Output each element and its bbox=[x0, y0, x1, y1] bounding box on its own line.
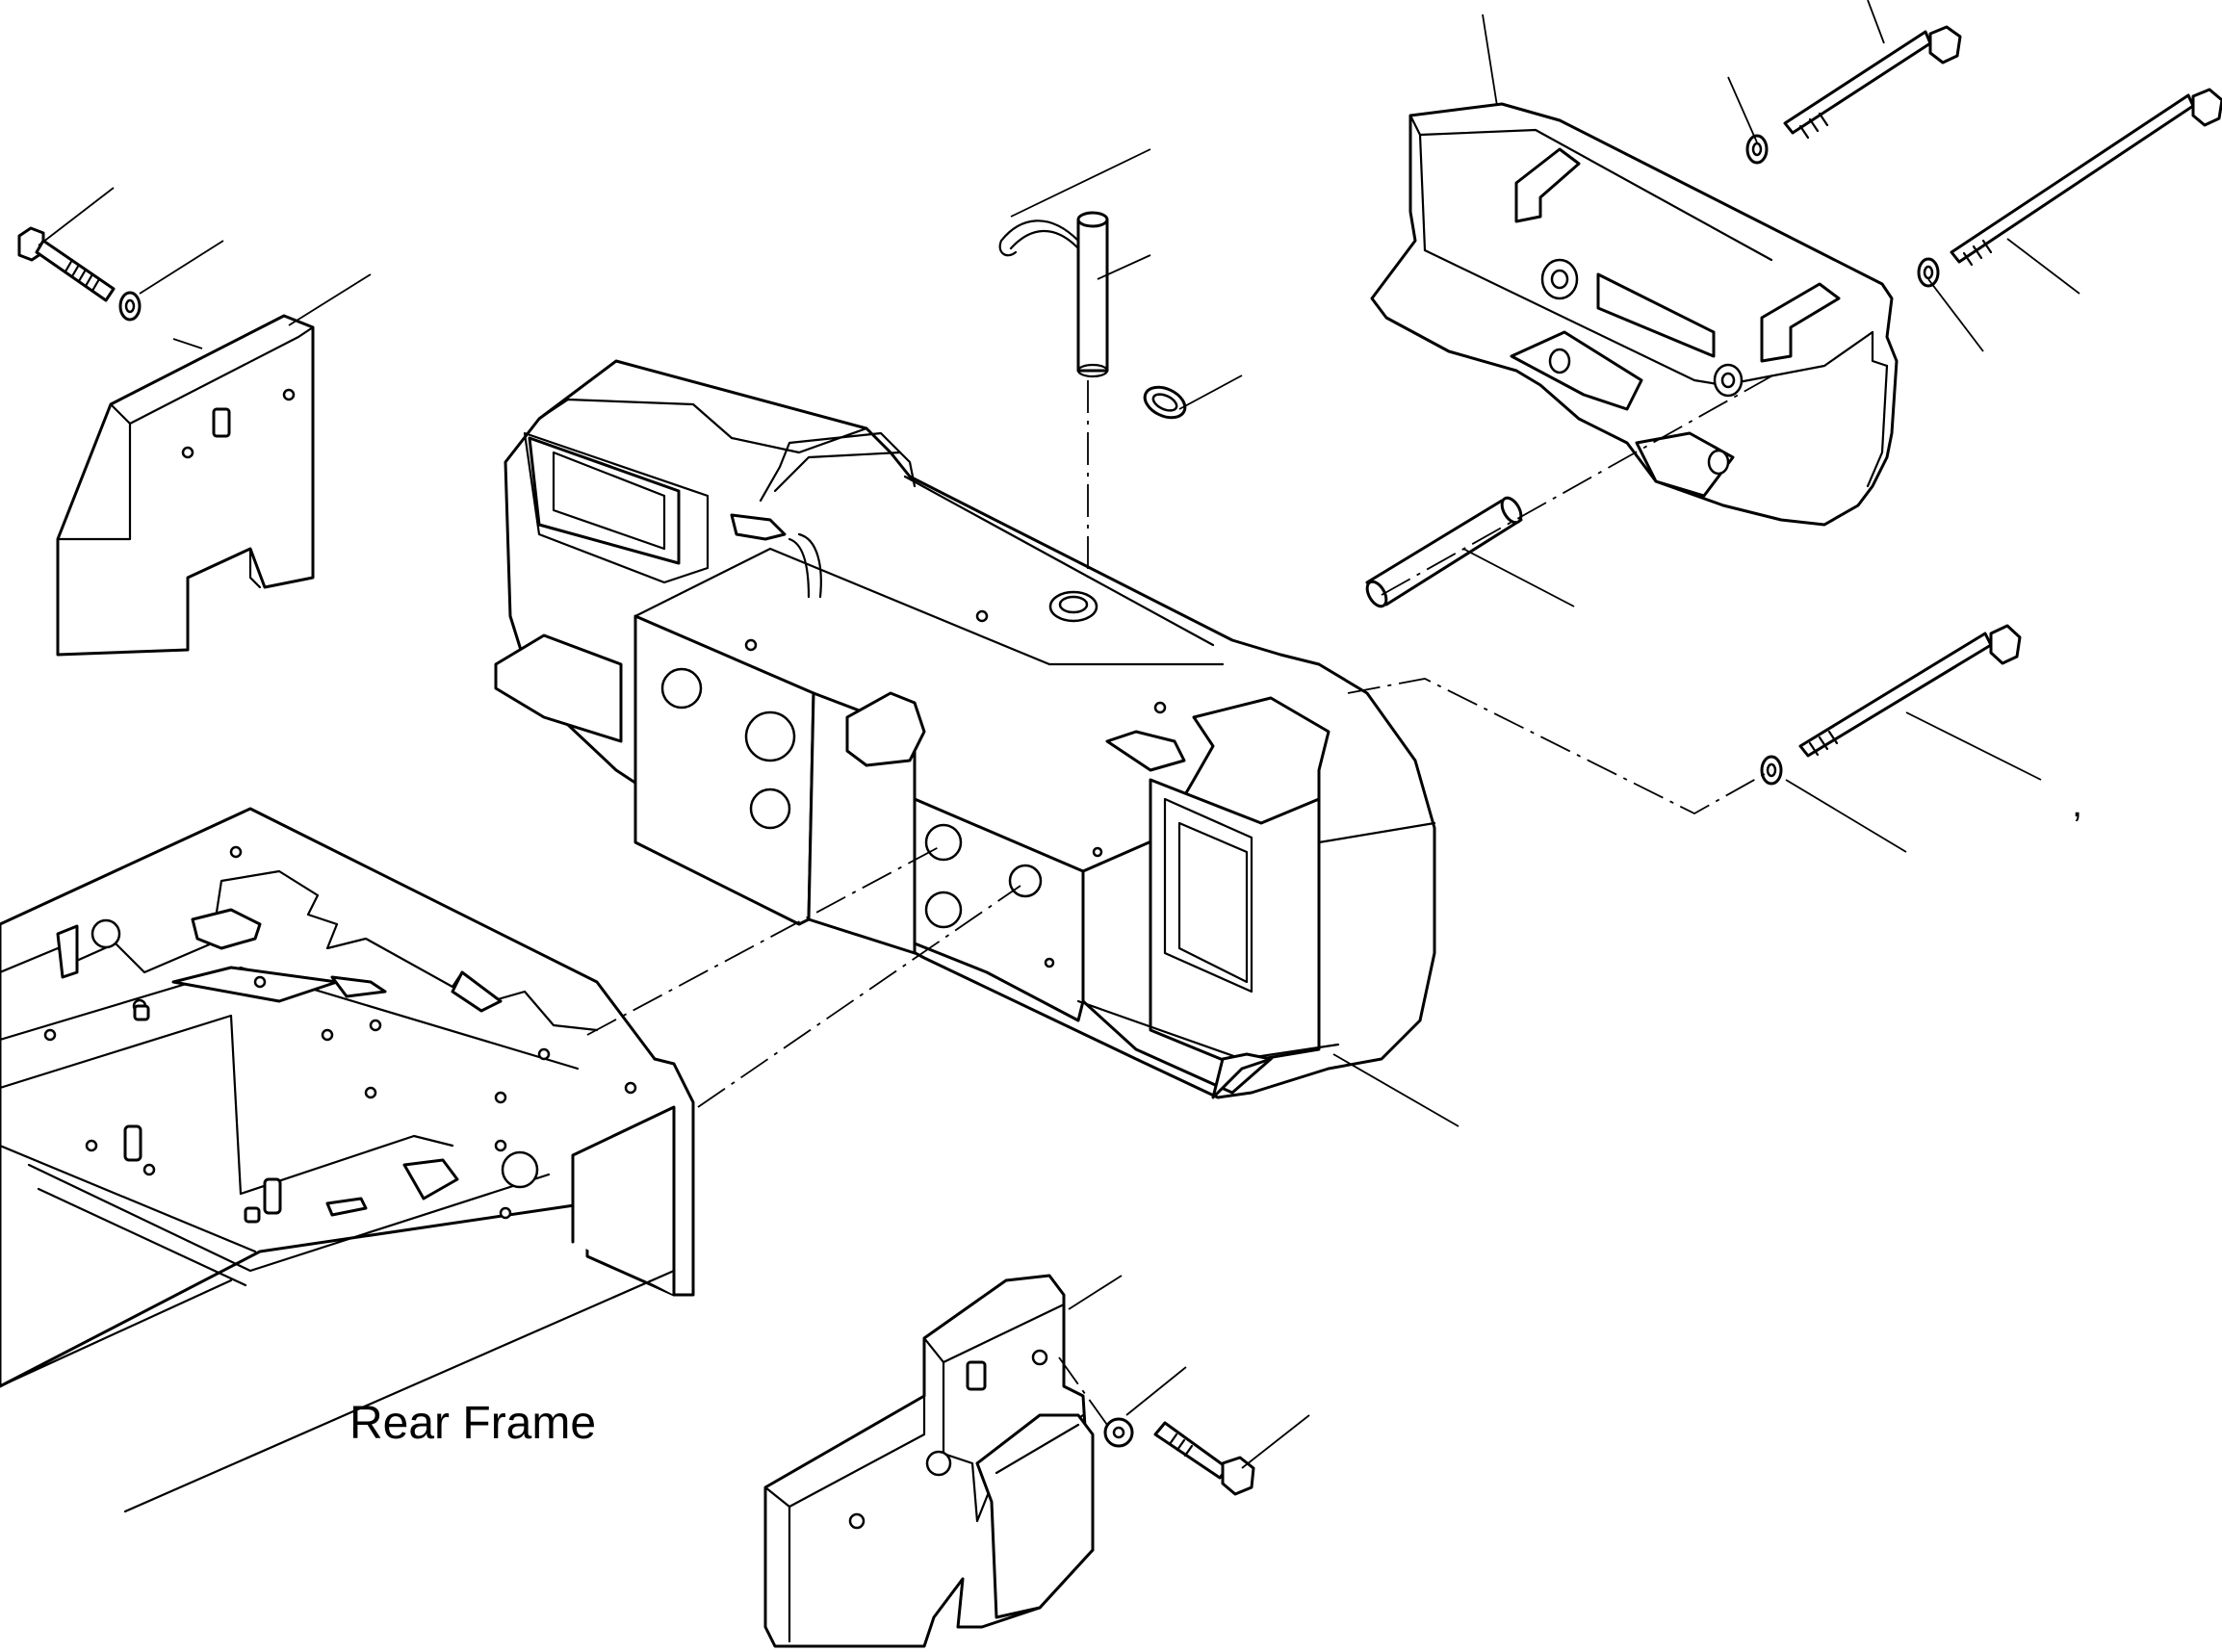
rear-frame bbox=[0, 807, 695, 1513]
left-spacer-block bbox=[56, 314, 315, 657]
middle-right-bolt bbox=[1798, 624, 2022, 758]
lock-pin bbox=[998, 211, 1109, 378]
rear-frame-label: Rear Frame bbox=[349, 1398, 596, 1449]
left-washer bbox=[118, 291, 142, 322]
top-right-washer-1 bbox=[1745, 134, 1769, 165]
top-right-bolt-long bbox=[1950, 88, 2222, 267]
right-weight-plate bbox=[1370, 102, 1899, 527]
comma-mark: , bbox=[2072, 783, 2082, 825]
lower-bolt bbox=[1153, 1421, 1255, 1496]
lower-washer bbox=[1103, 1417, 1134, 1448]
main-counterweight bbox=[494, 359, 1436, 1099]
left-bolt bbox=[17, 226, 116, 302]
center-lines bbox=[172, 338, 1777, 1426]
top-right-washer-2 bbox=[1917, 257, 1940, 288]
lower-spacer-block bbox=[763, 1274, 1095, 1648]
pin-clip bbox=[1143, 385, 1187, 420]
top-right-bolt-short bbox=[1783, 25, 1962, 140]
tube-sleeve bbox=[1365, 496, 1523, 608]
leader-lines bbox=[38, 0, 2080, 1469]
